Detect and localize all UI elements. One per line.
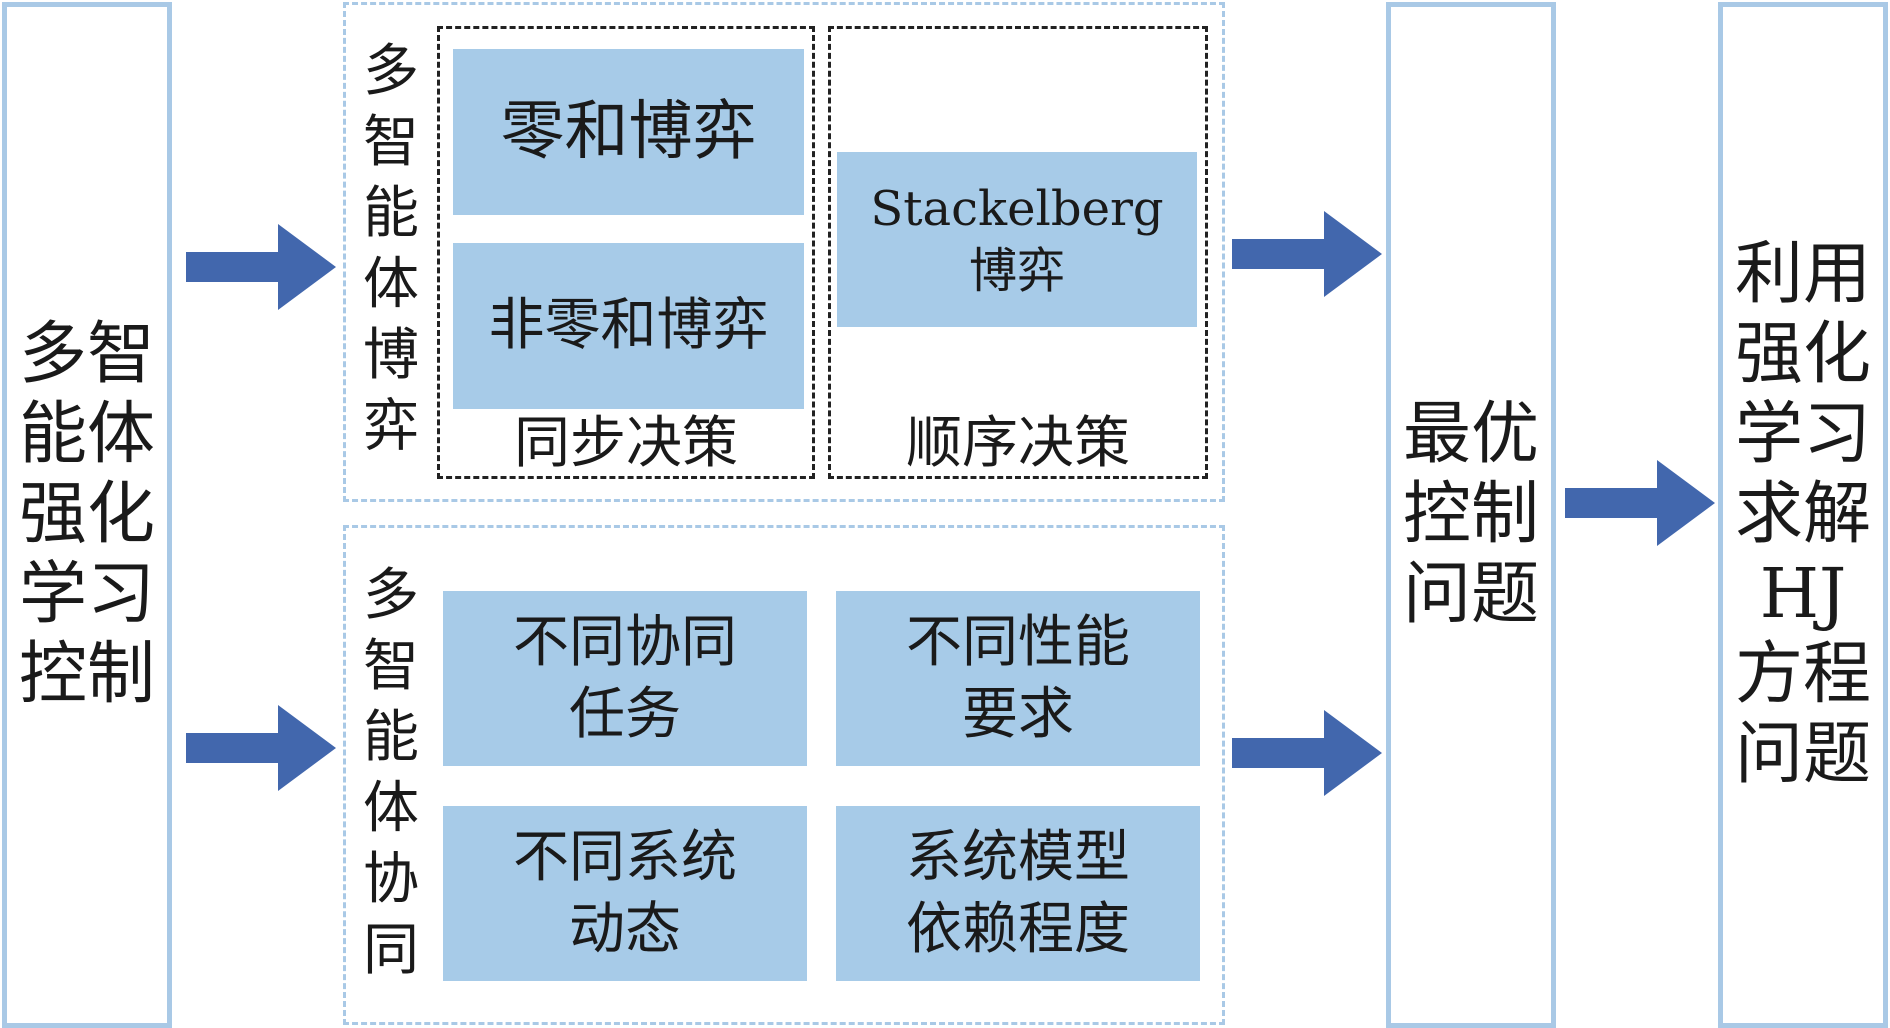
stackelberg-game-box: Stackelberg 博弈 [837, 152, 1197, 327]
right-arrow-icon [1232, 710, 1382, 796]
rl-hj-solution-label: 利用 强化 学习 求解 HJ 方程 问题 [1734, 235, 1871, 794]
system-dynamics-box: 不同系统 动态 [443, 806, 807, 981]
cooperation-task-label: 不同协同 任务 [513, 609, 737, 747]
cooperation-task-box: 不同协同 任务 [443, 591, 807, 766]
simultaneous-decision-group [437, 26, 815, 479]
zero-sum-game-box: 零和博弈 [453, 49, 804, 215]
performance-requirement-label: 不同性能 要求 [906, 609, 1130, 747]
optimal-control-box: 最优 控制 问题 [1386, 2, 1556, 1028]
right-arrow-icon [1565, 460, 1715, 546]
non-zero-sum-game-box: 非零和博弈 [453, 243, 804, 409]
system-dynamics-label: 不同系统 动态 [513, 824, 737, 962]
multi-agent-game-group [343, 2, 1225, 502]
right-arrow-icon [1232, 211, 1382, 297]
left-column-box: 多智 能体 强化 学习 控制 [2, 2, 172, 1028]
stackelberg-game-label: Stackelberg 博弈 [870, 180, 1164, 299]
right-arrow-icon [186, 224, 336, 310]
model-dependence-label: 系统模型 依赖程度 [906, 824, 1130, 962]
non-zero-sum-game-label: 非零和博弈 [488, 293, 769, 358]
model-dependence-box: 系统模型 依赖程度 [836, 806, 1200, 981]
optimal-control-label: 最优 控制 问题 [1402, 395, 1539, 634]
rl-hj-solution-box: 利用 强化 学习 求解 HJ 方程 问题 [1718, 2, 1888, 1028]
sequential-decision-caption: 顺序决策 [906, 411, 1130, 476]
left-column-label: 多智 能体 强化 学习 控制 [18, 315, 155, 714]
multi-agent-cooperation-group [343, 525, 1225, 1025]
multi-agent-cooperation-label: 多 智 能 体 协 同 [363, 563, 419, 983]
multi-agent-game-label: 多 智 能 体 博 弈 [363, 39, 419, 459]
zero-sum-game-label: 零和博弈 [500, 95, 757, 169]
sequential-decision-group [828, 26, 1208, 479]
simultaneous-decision-caption: 同步决策 [514, 411, 738, 476]
right-arrow-icon [186, 705, 336, 791]
performance-requirement-box: 不同性能 要求 [836, 591, 1200, 766]
